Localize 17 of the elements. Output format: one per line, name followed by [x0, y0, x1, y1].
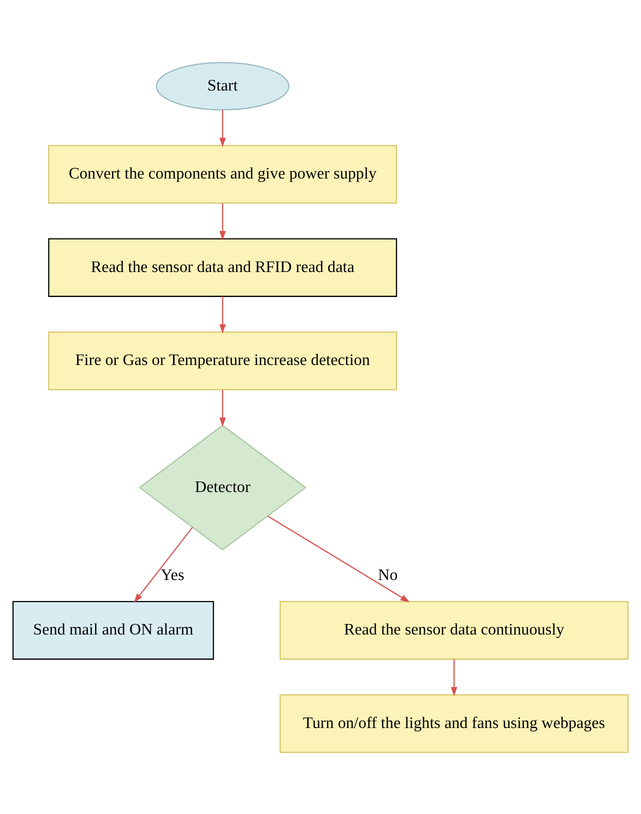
- node-box: Convert the components and give power supply: [48, 144, 398, 204]
- arrow: [268, 515, 410, 602]
- node-box: Turn on/off the lights and fans using webpages: [280, 694, 629, 752]
- node-box: Send mail and ON alarm: [12, 600, 214, 660]
- node-box: Read the sensor data and RFID read data: [48, 238, 398, 296]
- arrow: [134, 526, 193, 602]
- edge-label: Yes: [160, 566, 184, 584]
- arrow: [219, 202, 226, 240]
- arrow: [219, 109, 226, 146]
- node-box: Read the sensor data continuously: [280, 600, 629, 660]
- edge-label: No: [378, 566, 398, 584]
- arrow: [219, 296, 226, 334]
- node-ellipse: Start: [156, 62, 290, 110]
- arrow: [450, 658, 458, 696]
- arrow: [219, 389, 226, 426]
- node-diamond: Detector: [138, 424, 306, 550]
- node-box: Fire or Gas or Temperature increase detection: [48, 331, 398, 390]
